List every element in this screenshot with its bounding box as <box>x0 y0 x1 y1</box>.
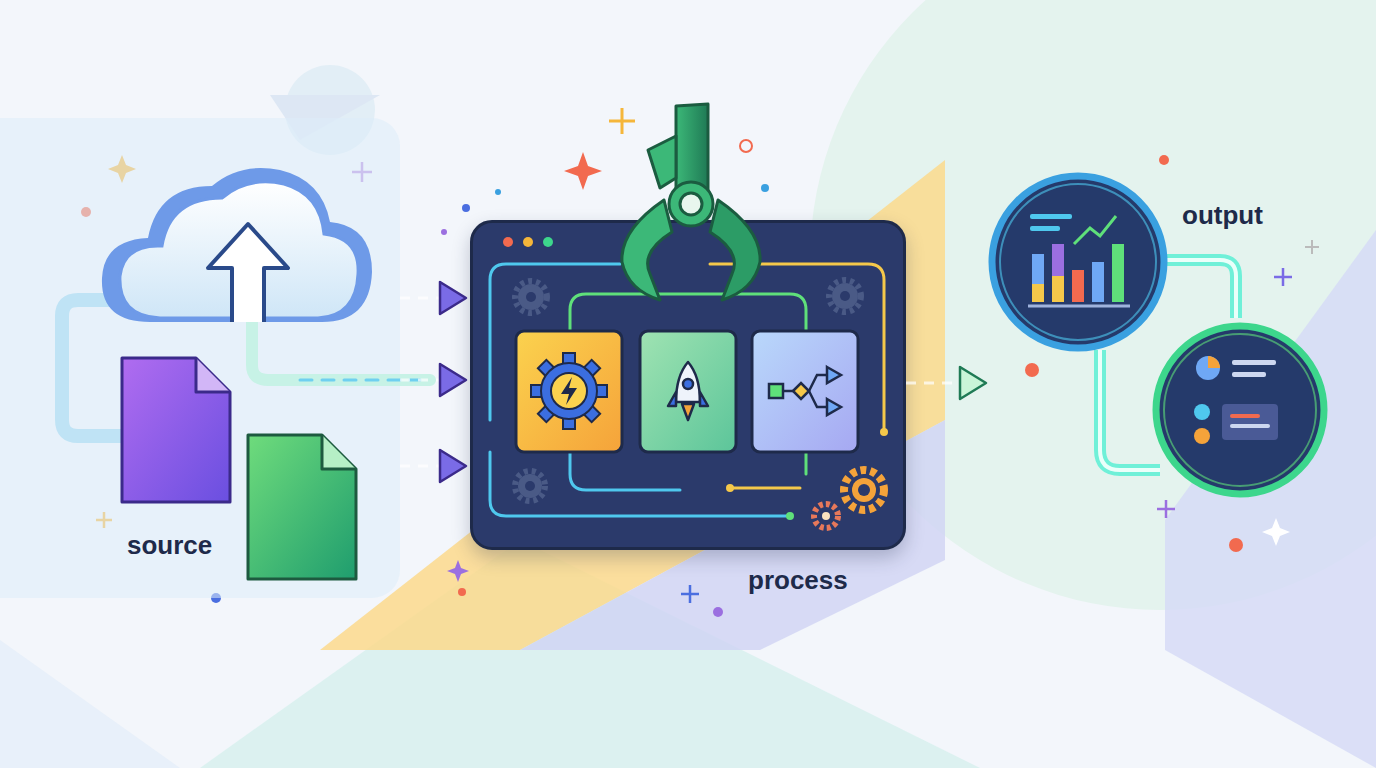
bg-band <box>320 160 945 650</box>
robot-claw <box>622 104 760 300</box>
panel-internals <box>490 237 888 528</box>
cloud-icon <box>102 168 372 322</box>
arrow-shaft <box>906 375 968 391</box>
flow-arrow <box>400 450 466 482</box>
arrow-shaft-dash <box>906 382 968 385</box>
output-art <box>992 176 1324 494</box>
arrow-head <box>440 364 466 396</box>
process-label: process <box>748 565 848 596</box>
flow-arrow <box>400 364 466 396</box>
flow-arrow <box>906 367 986 399</box>
output-label: output <box>1182 200 1263 231</box>
arrow-head <box>440 282 466 314</box>
arrow-head <box>960 367 986 399</box>
arrow-head <box>440 450 466 482</box>
bg-shape <box>1165 230 1376 768</box>
flow-arrow <box>400 282 466 314</box>
file-icon <box>122 358 356 579</box>
source-label: source <box>127 530 212 561</box>
bg-shape <box>0 640 180 768</box>
